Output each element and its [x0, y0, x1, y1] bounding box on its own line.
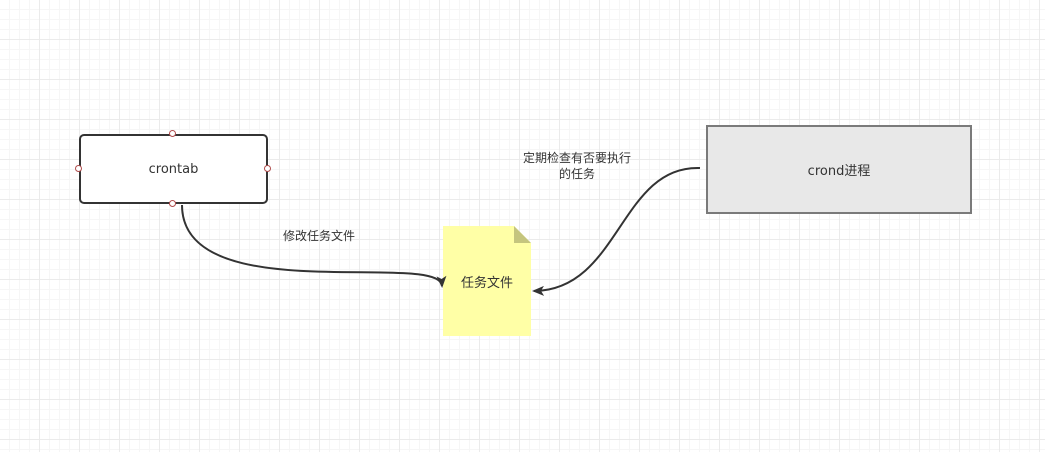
crontab-node[interactable]: crontab	[79, 134, 268, 204]
crontab-handle-left[interactable]	[75, 165, 82, 172]
crontab-node-label: crontab	[148, 161, 199, 177]
crontab-handle-bottom[interactable]	[169, 200, 176, 207]
edge-label-check: 定期检查有否要执行 的任务	[505, 150, 649, 182]
crond-process-label: crond进程	[807, 164, 871, 179]
connector-check-tasks[interactable]	[532, 166, 701, 296]
task-file-note-fold	[514, 226, 531, 243]
crond-process-node[interactable]: crond进程	[706, 125, 972, 214]
edge-label-modify: 修改任务文件	[283, 229, 356, 243]
task-file-label: 任务文件	[460, 275, 513, 291]
task-file-note[interactable]	[443, 226, 531, 336]
crontab-handle-top[interactable]	[169, 130, 176, 137]
edge-label-check-line2: 的任务	[558, 167, 595, 181]
edge-label-check-line1: 定期检查有否要执行	[522, 151, 631, 165]
crontab-handle-right[interactable]	[264, 165, 271, 172]
connector-modify-file[interactable]	[181, 204, 447, 288]
